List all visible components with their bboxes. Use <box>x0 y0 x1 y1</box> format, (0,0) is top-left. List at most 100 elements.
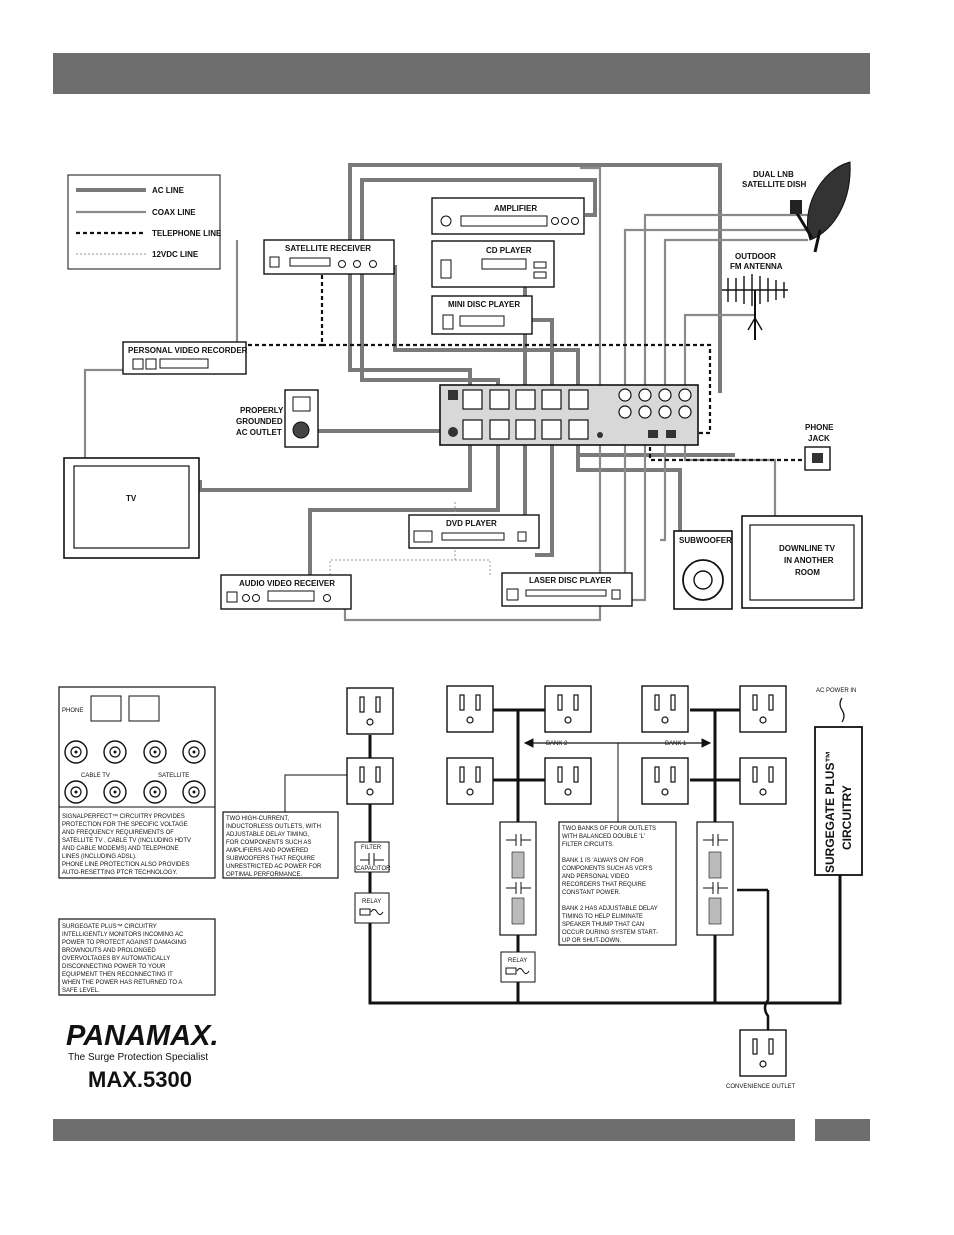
tv-label: TV <box>126 494 137 503</box>
downline-tv: DOWNLINE TV IN ANOTHER ROOM <box>741 515 863 609</box>
legend-ac: AC LINE <box>152 186 185 195</box>
banks-text-2: FILTER CIRCUITS. <box>562 842 614 848</box>
banks-text-10: BANK 2 HAS ADJUSTABLE DELAY <box>562 906 658 912</box>
personal-video-recorder: PERSONAL VIDEO RECORDER <box>122 341 248 375</box>
fm-antenna-icon <box>722 274 788 340</box>
outlet-label-2: GROUNDED <box>236 417 283 426</box>
amplifier-label: AMPLIFIER <box>494 204 537 213</box>
laser-disc-player: LASER DISC PLAYER <box>501 572 633 607</box>
downline-label-1: DOWNLINE TV <box>779 544 836 553</box>
tv: TV <box>63 457 200 559</box>
mini-disc-player: MINI DISC PLAYER <box>431 295 533 335</box>
high-current-outlet-2 <box>346 757 394 805</box>
back-panel: PHONE CABLE TV SATELLITE SIGNALPERFECT™ … <box>58 686 216 879</box>
filter-capacitor: FILTER CAPACITOR <box>354 841 391 873</box>
panel-satellite-label: SATELLITE <box>158 773 189 779</box>
wall-outlet <box>284 389 319 448</box>
satellite-dish-icon <box>790 161 851 253</box>
convenience-outlet <box>739 1029 787 1077</box>
banks-text-1: WITH BALANCED DOUBLE 'L' <box>562 834 645 840</box>
banks-text-7: RECORDERS THAT REQUIRE <box>562 882 646 888</box>
brand-tagline: The Surge Protection Specialist <box>68 1052 208 1063</box>
panel-cable-label: CABLE TV <box>81 773 110 779</box>
phone-jack-label-1: PHONE <box>805 423 834 432</box>
hc-text-7: OPTIMAL PERFORMANCE. <box>226 872 302 878</box>
footer-bar <box>53 1119 795 1141</box>
phone-jack-label-2: JACK <box>808 434 830 443</box>
panel-phone-label: PHONE <box>62 708 83 714</box>
banks-text-4: BANK 1 IS 'ALWAYS ON' FOR <box>562 858 644 864</box>
dish-label-2: SATELLITE DISH <box>742 180 807 189</box>
banks-text-13: OCCUR DURING SYSTEM START- <box>562 930 658 936</box>
audio-video-receiver: AUDIO VIDEO RECEIVER <box>220 574 352 610</box>
legend-phone: TELEPHONE LINE <box>152 229 222 238</box>
bank2-outlet-3 <box>446 757 494 805</box>
panel-text-6: PHONE LINE PROTECTION ALSO PROVIDES <box>62 862 189 868</box>
bank2-filter <box>499 821 537 936</box>
surgegate-description: SURGEGATE PLUS™ CIRCUITRY INTELLIGENTLY … <box>58 918 216 996</box>
capacitor-label: CAPACITOR <box>356 866 391 872</box>
relay-2-label: RELAY <box>508 958 527 964</box>
filter-label: FILTER <box>361 845 382 851</box>
banks-text-11: TIMING TO HELP ELIMINATE <box>562 914 643 920</box>
laser-label: LASER DISC PLAYER <box>529 576 612 585</box>
panel-text-0: SIGNALPERFECT™ CIRCUITRY PROVIDES <box>62 813 185 820</box>
surge-text-4: OVERVOLTAGES BY AUTOMATICALLY <box>62 956 170 962</box>
surge-text-3: BROWNOUTS AND PROLONGED <box>62 948 156 954</box>
phone-jack <box>804 446 831 471</box>
panamax-logo: PANAMAX. The Surge Protection Specialist… <box>66 1020 219 1092</box>
relay-1-label: RELAY <box>362 899 381 905</box>
surge-text-5: DISCONNECTING POWER TO YOUR <box>62 964 166 970</box>
dish-label-1: DUAL LNB <box>753 170 794 179</box>
bank2-outlet-4 <box>544 757 592 805</box>
downline-label-3: ROOM <box>795 568 820 577</box>
avr-label: AUDIO VIDEO RECEIVER <box>239 579 335 588</box>
amplifier: AMPLIFIER <box>431 197 585 235</box>
legend-coax: COAX LINE <box>152 208 196 217</box>
bank1-outlet-1 <box>641 685 689 733</box>
outlet-label-1: PROPERLY <box>240 406 284 415</box>
hc-text-2: ADJUSTABLE DELAY TIMING, <box>226 832 310 838</box>
model-number: MAX.5300 <box>88 1067 192 1092</box>
panel-text-7: AUTO-RESETTING PTCR TECHNOLOGY. <box>62 870 178 876</box>
relay-2: RELAY <box>500 951 536 983</box>
bank1-outlet-3 <box>641 757 689 805</box>
fm-label-2: FM ANTENNA <box>730 262 783 271</box>
bank2-outlet-1 <box>446 685 494 733</box>
banks-text-5: COMPONENTS SUCH AS VCR'S <box>562 866 653 872</box>
surge-text-6: EQUIPMENT THEN RECONNECTING IT <box>62 972 173 978</box>
bank2-label: BANK 2 <box>546 741 568 747</box>
surge-text-1: INTELLIGENTLY MONITORS INCOMING AC <box>62 932 184 938</box>
bank1-label: BANK 1 <box>665 741 687 747</box>
surgegate-title-1: SURGEGATE PLUS™ <box>823 751 837 873</box>
surge-text-0: SURGEGATE PLUS™ CIRCUITRY <box>62 923 157 930</box>
panel-text-3: SATELLITE TV , CABLE TV (INCLUDING HDTV <box>62 838 191 844</box>
brand-logo: PANAMAX. <box>66 1020 219 1052</box>
relay-1: RELAY <box>354 892 390 924</box>
surgegate-title-2: CIRCUITRY <box>840 785 854 850</box>
surgegate-block: SURGEGATE PLUS™ CIRCUITRY <box>814 726 863 876</box>
page-number-bar <box>815 1119 870 1141</box>
hc-text-3: FOR COMPONENTS SUCH AS <box>226 840 311 846</box>
fm-label-1: OUTDOOR <box>735 252 776 261</box>
satellite-receiver: SATELLITE RECEIVER <box>263 239 395 275</box>
outlet-label-3: AC OUTLET <box>236 428 282 437</box>
legend: AC LINE COAX LINE TELEPHONE LINE 12VDC L… <box>67 174 222 270</box>
subwoofer-label: SUBWOOFER <box>679 536 732 545</box>
banks-text-8: CONSTANT POWER. <box>562 890 621 896</box>
satellite-receiver-label: SATELLITE RECEIVER <box>285 244 371 253</box>
dvd-label: DVD PLAYER <box>446 519 497 528</box>
ac-power-in-label: AC POWER IN <box>816 688 856 694</box>
cd-player-label: CD PLAYER <box>486 246 532 255</box>
surge-text-2: POWER TO PROTECT AGAINST DAMAGING <box>62 940 187 946</box>
legend-dc: 12VDC LINE <box>152 250 199 259</box>
surge-text-8: SAFE LEVEL. <box>62 988 100 994</box>
banks-text-6: AND PERSONAL VIDEO <box>562 874 629 880</box>
subwoofer: SUBWOOFER <box>673 530 733 610</box>
cd-player: CD PLAYER <box>431 240 555 288</box>
panel-text-5: LINES (INCLUDING ADSL). <box>62 854 137 860</box>
dvd-player: DVD PLAYER <box>408 514 540 549</box>
bank1-filter <box>696 821 734 936</box>
high-current-outlet-1 <box>346 687 394 735</box>
